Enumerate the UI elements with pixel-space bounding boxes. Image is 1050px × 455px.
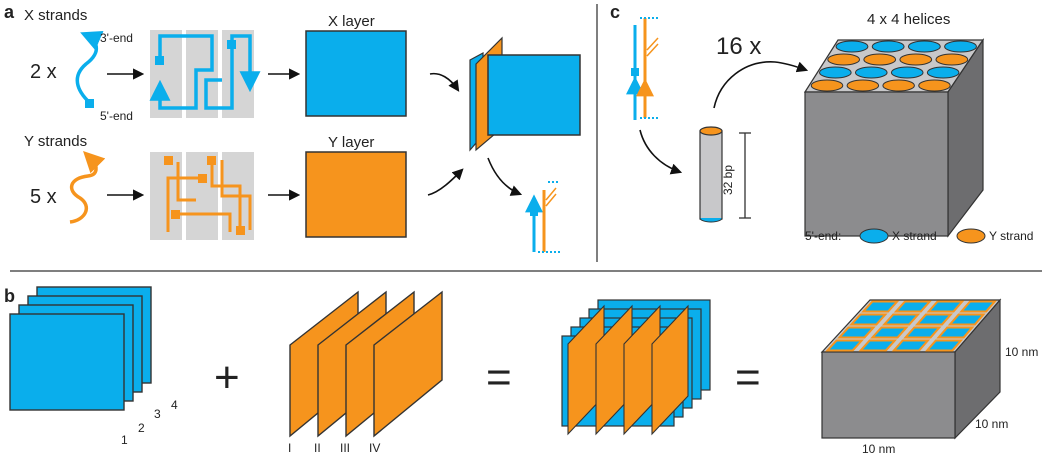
helix-cylinder (699, 126, 723, 223)
arrow-assembly-to-crossover (487, 157, 523, 196)
legend-x-swatch (859, 228, 889, 244)
x-end3-label: 3'-end (100, 31, 133, 45)
cube-front-face (821, 351, 956, 439)
arrow-detail-to-helix (639, 129, 683, 175)
helices-title: 4 x 4 helices (867, 11, 950, 28)
x-strand-5end-marker (85, 99, 94, 108)
bundle-front-face (804, 91, 949, 237)
helix-top (935, 53, 969, 66)
cube-cell (881, 313, 921, 326)
helix-bundle (803, 38, 985, 238)
cube-cell (936, 326, 975, 339)
arrow-helix-to-bundle (713, 61, 809, 109)
legend-y-label: Y strand (989, 229, 1033, 243)
helix-top (918, 79, 951, 92)
x-scaffold (149, 30, 261, 118)
cube-cell (837, 326, 876, 339)
panel-c-letter: c (610, 2, 620, 22)
plus-sign: + (214, 353, 240, 402)
y-layer-numeral-2: II (314, 441, 321, 455)
panel-c: c 32 bp 16 x 4 x 4 helices (610, 2, 1033, 244)
panel-b-letter: b (4, 286, 15, 306)
y-scaffold (150, 152, 254, 240)
y-layer-title: Y layer (328, 134, 374, 151)
assembled-layers (469, 36, 581, 152)
equals-sign-2: = (735, 353, 761, 402)
x-layer-number-3: 3 (154, 407, 161, 421)
x-layer-title: X layer (328, 13, 375, 30)
helix-top (846, 79, 880, 92)
x-strand-squiggle (75, 30, 104, 105)
cube-cell (825, 339, 864, 352)
equals-sign-1: = (486, 353, 512, 402)
cube-cell (926, 300, 965, 313)
helix-top (863, 53, 897, 66)
dim-width-label: 10 nm (862, 442, 895, 455)
y-strand-arrowhead (83, 151, 106, 174)
panel-a-letter: a (4, 2, 15, 22)
helix-top (907, 40, 941, 53)
helix-top (810, 79, 844, 92)
multiplier-label: 16 x (716, 33, 761, 60)
x-layer-number-2: 2 (138, 421, 145, 435)
y-strands-title: Y strands (24, 133, 87, 150)
helix-top (882, 79, 915, 92)
cube-cell (870, 326, 909, 339)
cube-cell (891, 339, 931, 352)
y-strand-squiggle (69, 158, 98, 224)
helix-top (827, 53, 861, 66)
crossover-detail-a (525, 181, 560, 253)
legend-x-label: X strand (892, 229, 937, 243)
cube-cells (825, 300, 997, 352)
dim-height-label: 10 nm (1005, 345, 1038, 359)
legend-y-swatch (956, 228, 986, 244)
y-layer-numeral-3: III (340, 441, 350, 455)
x-end5-label: 5'-end (100, 109, 133, 123)
helix-top (871, 40, 905, 53)
cube-cell (924, 339, 964, 352)
x-layer-number-1: 1 (121, 433, 128, 447)
final-cube (820, 298, 1002, 440)
legend-label: 5'-end: (805, 229, 841, 243)
cube-cell (893, 300, 932, 313)
cube-cell (903, 326, 942, 339)
x-count: 2 x (30, 61, 57, 83)
cube-cell (861, 300, 900, 313)
helix-tops (810, 40, 977, 92)
helix-top (890, 66, 924, 79)
helix-top (854, 66, 888, 79)
helix-top (819, 66, 852, 79)
y-layer-numeral-1: I (288, 441, 291, 455)
cube-cell (849, 313, 888, 326)
helix-top (944, 40, 977, 53)
helix-top (835, 40, 869, 53)
x-layer-stack (9, 286, 152, 411)
arrow-y-layer-to-assembly (427, 168, 464, 196)
y-layer-square (305, 151, 407, 238)
cube-cell (947, 313, 986, 326)
dim-depth-label: 10 nm (975, 417, 1008, 431)
helix-top (899, 53, 933, 66)
y-layer-numeral-4: IV (369, 441, 380, 455)
cube-cell (858, 339, 897, 352)
arrow-x-layer-to-assembly (429, 72, 460, 92)
y-layer-stack (289, 290, 443, 438)
length-label: 32 bp (721, 165, 735, 195)
cube-cell (914, 313, 953, 326)
cube-cell (959, 300, 997, 313)
y-count: 5 x (30, 186, 57, 208)
panel-b: b 1 2 3 4 + I II III IV = (4, 286, 1038, 455)
x-strands-title: X strands (24, 7, 87, 24)
helix-top (926, 66, 960, 79)
panel-a: a X strands 2 x 3'-end 5'-end X layer Y … (4, 2, 581, 253)
crossover-detail-c (626, 17, 660, 120)
interleaved-layers (561, 299, 711, 436)
x-layer-square (305, 30, 407, 117)
x-layer-number-4: 4 (171, 398, 178, 412)
